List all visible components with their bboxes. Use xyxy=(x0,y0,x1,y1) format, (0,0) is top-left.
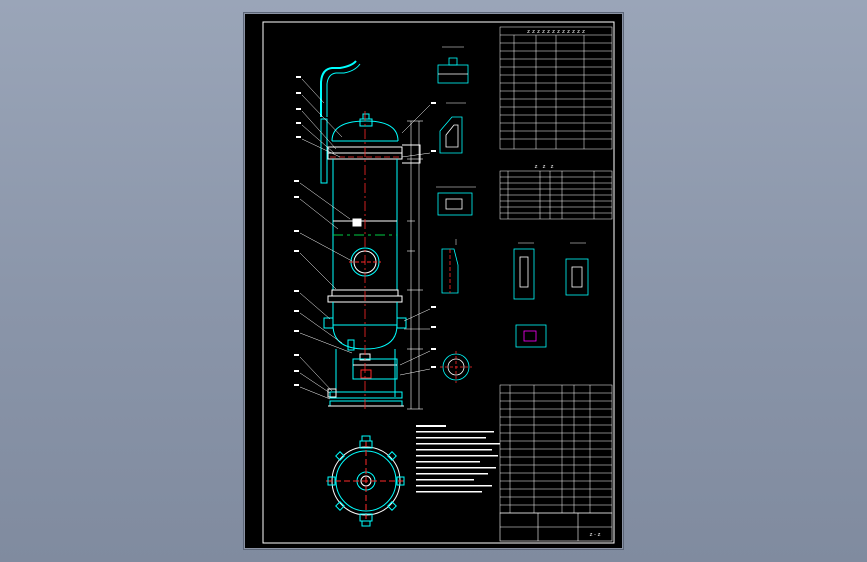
drawing-sheet: ｚｚｚｚｚｚｚｚｚｚｚｚ ｚ ｚ ｚ ｚ-ｚ xyxy=(244,13,623,549)
part-leaders xyxy=(299,78,431,400)
drawing-number: ｚ-ｚ xyxy=(588,532,601,538)
plan-view xyxy=(326,435,406,527)
design-data-title: ｚｚｚｚｚｚｚｚｚｚｚｚ xyxy=(526,29,586,35)
nozzle-table-title: ｚ ｚ ｚ xyxy=(533,164,554,170)
vessel-elevation xyxy=(320,60,421,407)
detail-views xyxy=(436,46,589,383)
nozzle-table xyxy=(499,170,613,220)
parts-list-table xyxy=(499,384,613,514)
cad-drawing: ｚｚｚｚｚｚｚｚｚｚｚｚ ｚ ｚ ｚ ｚ-ｚ xyxy=(244,13,623,549)
dimension-lines xyxy=(407,120,423,410)
drawing-frame xyxy=(262,21,615,544)
technical-notes xyxy=(416,425,500,493)
outer-border xyxy=(244,13,623,549)
part-balloons xyxy=(294,76,436,386)
design-data-table xyxy=(499,26,613,150)
title-block xyxy=(499,512,613,542)
